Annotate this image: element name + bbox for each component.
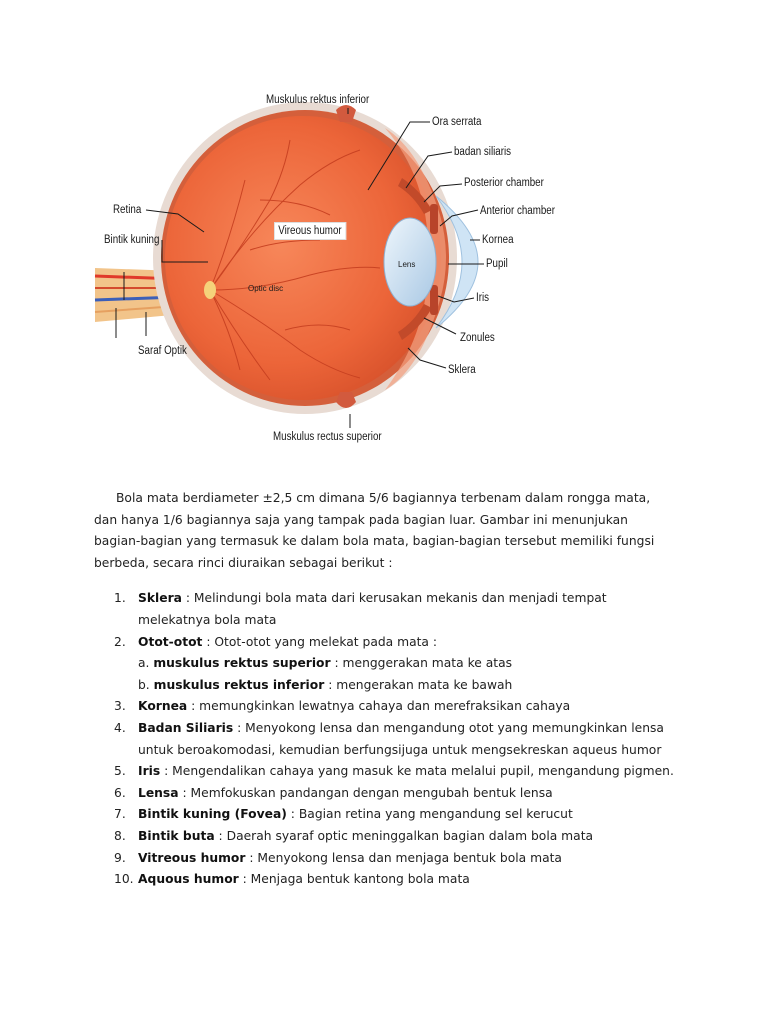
sub-term: muskulus rektus inferior <box>153 677 325 692</box>
sub-item-b: b. muskulus rektus inferior : mengerakan… <box>138 675 678 697</box>
iris-lower <box>430 285 438 315</box>
label-optic-nerve: Saraf Optik <box>138 345 187 357</box>
item-term: Aquous humor <box>138 872 239 887</box>
label-anterior-chamber: Anterior chamber <box>480 205 555 217</box>
sub-item-a: a. muskulus rektus superior : menggeraka… <box>138 653 678 675</box>
list-item: 3. Kornea : memungkinkan lewatnya cahaya … <box>0 696 678 718</box>
item-desc: : Melindungi bola mata dari kerusakan me… <box>138 591 607 627</box>
label-zonules: Zonules <box>460 332 495 344</box>
item-number: 9. <box>114 850 126 865</box>
optic-disc-spot <box>204 281 216 299</box>
item-term: Badan Siliaris <box>138 720 234 735</box>
item-desc: : Menyokong lensa dan menjaga bentuk bol… <box>245 850 562 865</box>
item-number: 8. <box>114 828 126 843</box>
label-superior-muscle: Muskulus rectus superior <box>273 431 382 443</box>
item-number: 7. <box>114 807 126 822</box>
list-item: 5. Iris : Mengendalikan cahaya yang masuk… <box>0 761 678 783</box>
leader-lines <box>115 108 484 428</box>
item-desc: : memungkinkan lewatnya cahaya dan meref… <box>187 699 571 714</box>
label-lens: Lens <box>398 260 416 269</box>
eye-diagram <box>94 102 484 428</box>
sub-prefix: b. <box>138 677 154 692</box>
label-vitreous: Vireous humor <box>274 222 346 240</box>
muscle-inferior <box>336 105 356 122</box>
item-number: 10. <box>114 872 134 887</box>
list-item: 6. Lensa : Memfokuskan pandangan dengan m… <box>0 783 678 805</box>
sub-desc: : menggerakan mata ke atas <box>330 656 513 671</box>
item-term: Iris <box>138 764 161 779</box>
item-number: 3. <box>114 699 126 714</box>
label-posterior-chamber: Posterior chamber <box>464 177 544 189</box>
item-desc: : Otot-otot yang melekat pada mata : <box>202 634 438 649</box>
parts-list: 1. Sklera : Melindungi bola mata dari ker… <box>0 588 768 890</box>
item-desc: : Memfokuskan pandangan dengan mengubah … <box>178 785 553 800</box>
sub-term: muskulus rektus superior <box>153 656 331 671</box>
list-item: 2. Otot-otot : Otot-otot yang melekat pad… <box>0 632 678 697</box>
item-term: Bintik buta <box>138 828 215 843</box>
item-desc: : Daerah syaraf optic meninggalkan bagia… <box>214 828 594 843</box>
label-optic-disc: Optic disc <box>248 284 284 293</box>
item-number: 5. <box>114 764 126 779</box>
list-item: 9. Vitreous humor : Menyokong lensa dan m… <box>0 848 678 870</box>
label-sclera: Sklera <box>448 364 476 376</box>
item-desc: : Menjaga bentuk kantong bola mata <box>238 872 470 887</box>
item-number: 2. <box>114 634 126 649</box>
item-number: 1. <box>114 591 126 606</box>
retinal-vessels <box>209 139 381 381</box>
ciliary-lower <box>398 304 432 340</box>
item-desc: : Mengendalikan cahaya yang masuk ke mat… <box>160 764 674 779</box>
document-body: Bola mata berdiameter ±2,5 cm dimana 5/6… <box>0 488 768 891</box>
sub-prefix: a. <box>138 656 154 671</box>
eye-anatomy-figure: Muskulus rektus inferior Ora serrata bad… <box>0 0 768 470</box>
item-term: Sklera <box>138 591 182 606</box>
item-number: 6. <box>114 785 126 800</box>
label-yellow-spot: Bintik kuning <box>104 234 160 246</box>
label-pupil: Pupil <box>486 258 508 270</box>
item-term: Vitreous humor <box>138 850 246 865</box>
label-ciliary-body: badan siliaris <box>454 146 512 158</box>
label-cornea: Kornea <box>482 234 514 246</box>
item-number: 4. <box>114 720 126 735</box>
item-desc: : Bagian retina yang mengandung sel keru… <box>286 807 573 822</box>
list-item: 4. Badan Siliaris : Menyokong lensa dan m… <box>0 718 678 761</box>
intro-paragraph: Bola mata berdiameter ±2,5 cm dimana 5/6… <box>94 491 655 570</box>
list-item: 1. Sklera : Melindungi bola mata dari ker… <box>0 588 678 631</box>
label-inferior-muscle: Muskulus rektus inferior <box>266 94 370 106</box>
item-term: Kornea <box>138 699 188 714</box>
label-ora-serrata: Ora serrata <box>432 116 482 128</box>
item-term: Bintik kuning (Fovea) <box>138 807 287 822</box>
label-iris: Iris <box>476 292 490 304</box>
list-item: 10. Aquous humor : Menjaga bentuk kantong… <box>0 869 678 891</box>
iris-upper <box>430 204 438 234</box>
lens-shape <box>383 217 437 307</box>
item-desc: : Menyokong lensa dan mengandung otot ya… <box>138 720 664 757</box>
list-item: 7. Bintik kuning (Fovea) : Bagian retina … <box>0 804 678 826</box>
sub-desc: : mengerakan mata ke bawah <box>324 677 513 692</box>
item-term: Otot-otot <box>138 634 203 649</box>
label-retina: Retina <box>113 204 142 216</box>
muscle-superior <box>336 392 356 408</box>
list-item: 8. Bintik buta : Daerah syaraf optic meni… <box>0 826 678 848</box>
item-term: Lensa <box>138 785 179 800</box>
